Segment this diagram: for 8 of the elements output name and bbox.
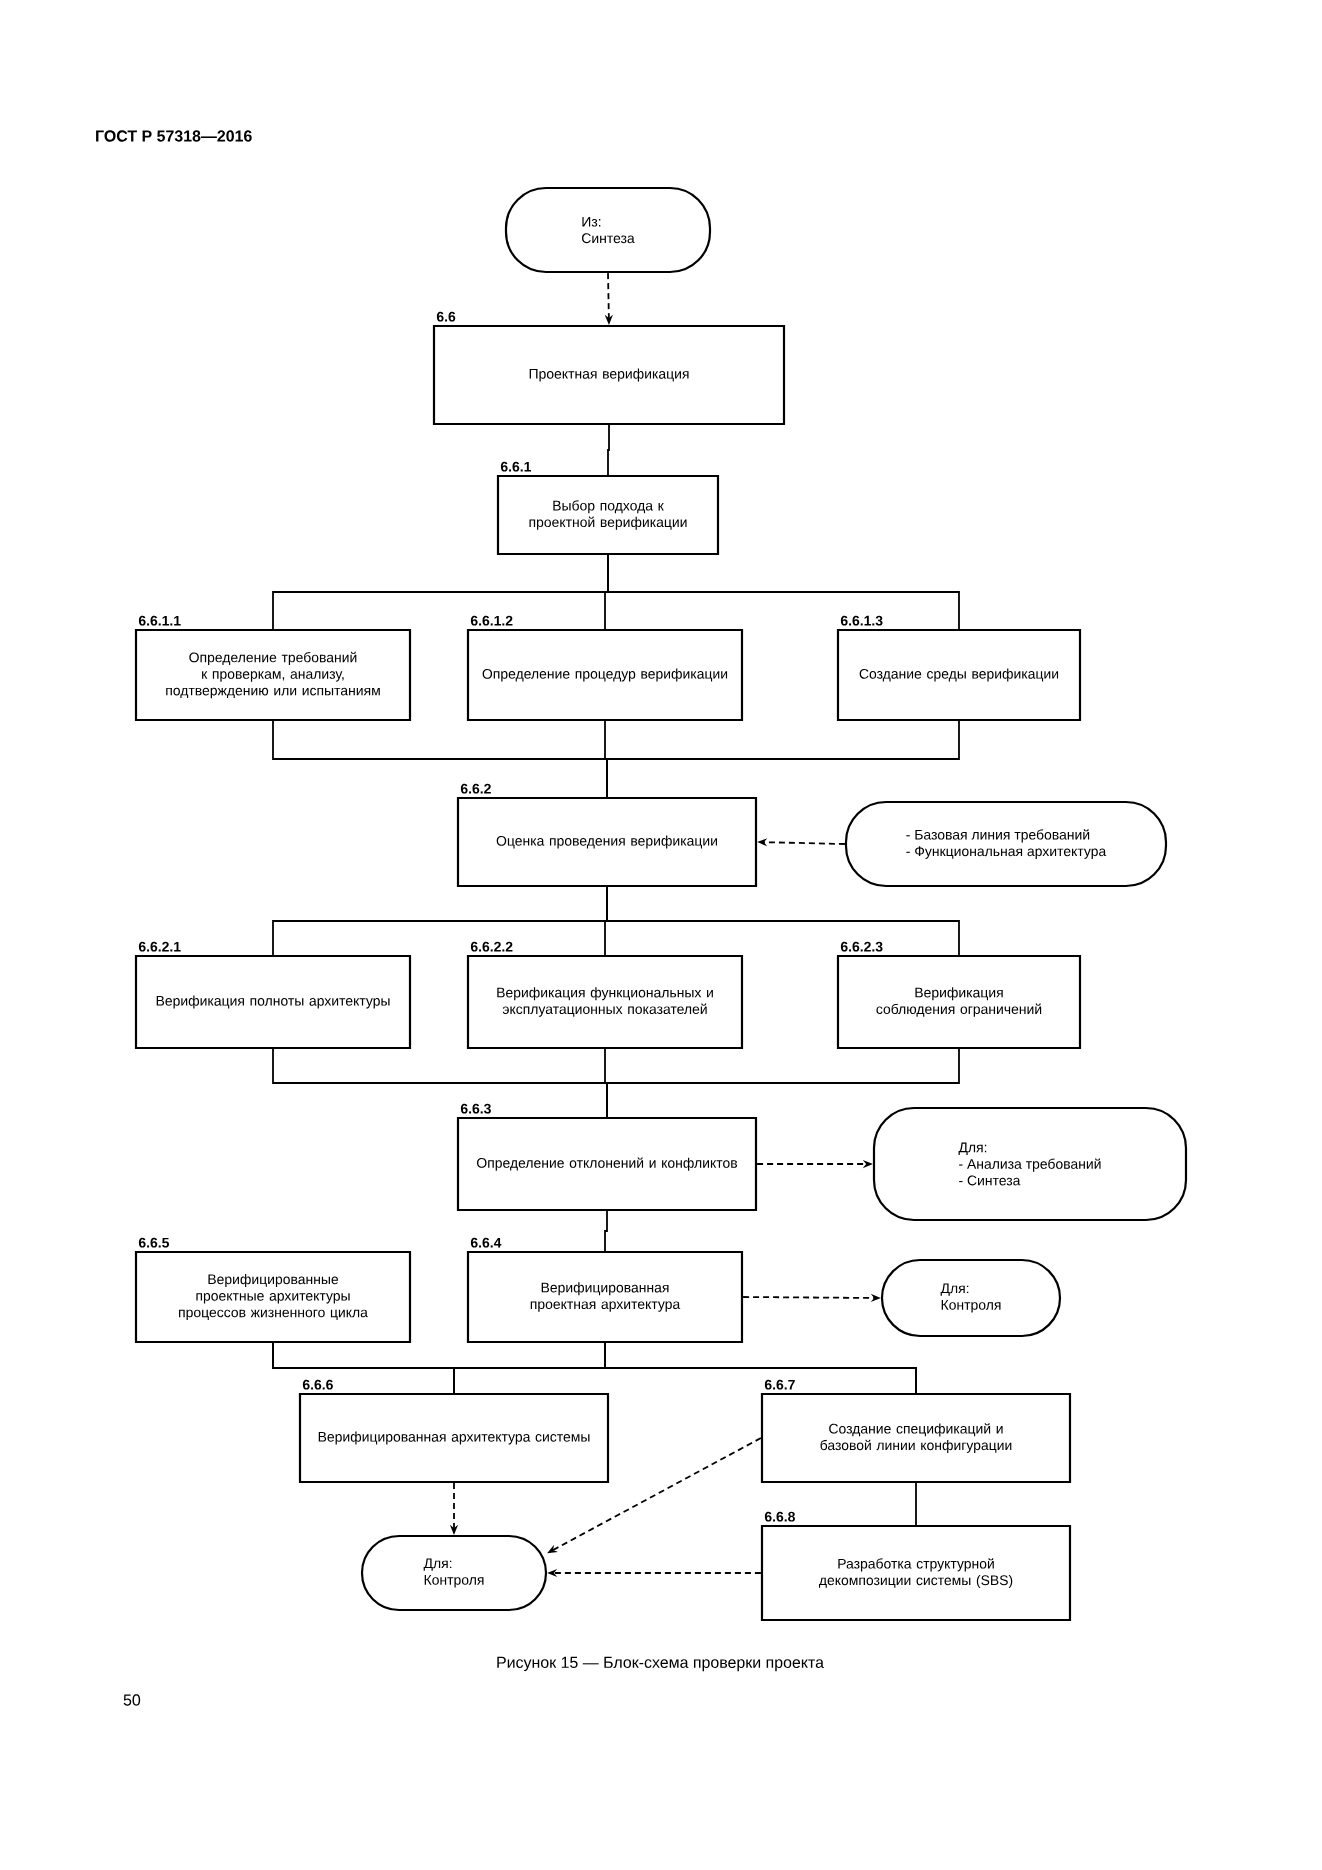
connector-line bbox=[606, 1048, 960, 1118]
connector-line bbox=[607, 554, 960, 630]
connector-line bbox=[915, 1482, 917, 1526]
connector-line bbox=[604, 1210, 608, 1252]
connector-line bbox=[606, 720, 960, 798]
connector-line bbox=[606, 886, 960, 956]
connector-line bbox=[607, 424, 610, 476]
connector-line bbox=[604, 1342, 917, 1394]
